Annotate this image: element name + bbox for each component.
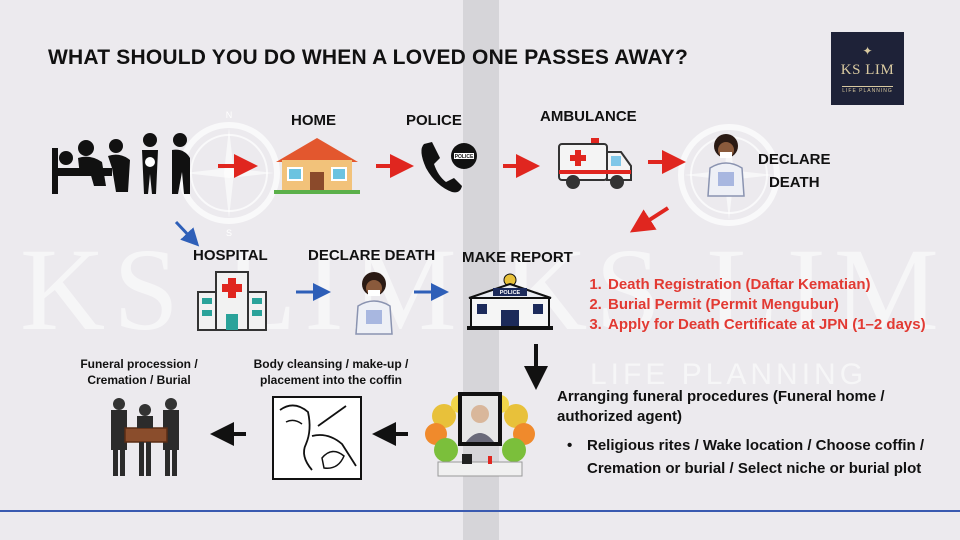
bullet-dot: • bbox=[567, 437, 573, 454]
bottom-rule bbox=[0, 510, 960, 512]
ambulance-icon bbox=[558, 138, 632, 189]
arrangements-title: Arranging funeral procedures (Funeral ho… bbox=[557, 388, 885, 425]
svg-text:POLICE: POLICE bbox=[500, 290, 521, 296]
label-home: HOME bbox=[291, 112, 336, 129]
report-step-2: Burial Permit (Permit Mengubur) bbox=[606, 295, 938, 315]
center-band bbox=[463, 0, 499, 540]
label-body-cleansing: Body cleansing / make-up / placement int… bbox=[253, 357, 409, 387]
pallbearers-icon bbox=[111, 398, 179, 476]
phone-police-icon: POLICE bbox=[421, 142, 477, 193]
logo-name: KS LIM bbox=[840, 62, 895, 78]
watermark-subtext: LIFE PLANNING bbox=[590, 358, 868, 391]
report-step-1: Death Registration (Daftar Kematian) bbox=[606, 275, 938, 295]
svg-text:S: S bbox=[226, 228, 232, 238]
doctor-icon-1 bbox=[707, 134, 745, 197]
police-station-icon: POLICE bbox=[467, 273, 553, 330]
hospital-icon bbox=[197, 271, 267, 331]
blue-arrow bbox=[174, 220, 200, 247]
page-title: WHAT SHOULD YOU DO WHEN A LOVED ONE PASS… bbox=[48, 46, 689, 69]
watermark-text: KS LIM KS LIM bbox=[20, 224, 947, 355]
compass-star-icon: ✦ bbox=[862, 44, 873, 58]
doctor-icon-2 bbox=[355, 272, 393, 335]
label-police: POLICE bbox=[406, 112, 462, 129]
ks-lim-logo: ✦ KS LIM LIFE PLANNING bbox=[831, 32, 904, 105]
logo-tagline: LIFE PLANNING bbox=[842, 86, 893, 94]
label-make-report: MAKE REPORT bbox=[462, 249, 573, 266]
label-ambulance: AMBULANCE bbox=[540, 108, 637, 125]
arrangements-bullet: • Religious rites / Wake location / Choo… bbox=[567, 434, 947, 480]
report-step-3: Apply for Death Certificate at JPN (1–2 … bbox=[606, 315, 938, 335]
makeup-face-icon bbox=[272, 396, 362, 480]
report-steps-list: Death Registration (Daftar Kematian) Bur… bbox=[588, 275, 938, 335]
grieving-family-icon bbox=[52, 133, 190, 194]
svg-text:POLICE: POLICE bbox=[455, 154, 474, 160]
label-declare-death-2: DECLARE DEATH bbox=[308, 247, 436, 264]
label-declare-death-1: DECLARE DEATH bbox=[758, 151, 831, 191]
arrangements-bullet-text: Religious rites / Wake location / Choose… bbox=[587, 437, 924, 477]
red-arrow bbox=[629, 206, 670, 233]
svg-text:N: N bbox=[226, 110, 233, 120]
label-hospital: HOSPITAL bbox=[193, 247, 268, 264]
house-icon bbox=[274, 138, 360, 194]
funeral-altar-icon bbox=[425, 392, 535, 477]
label-funeral-procession: Funeral procession / Cremation / Burial bbox=[80, 357, 198, 387]
